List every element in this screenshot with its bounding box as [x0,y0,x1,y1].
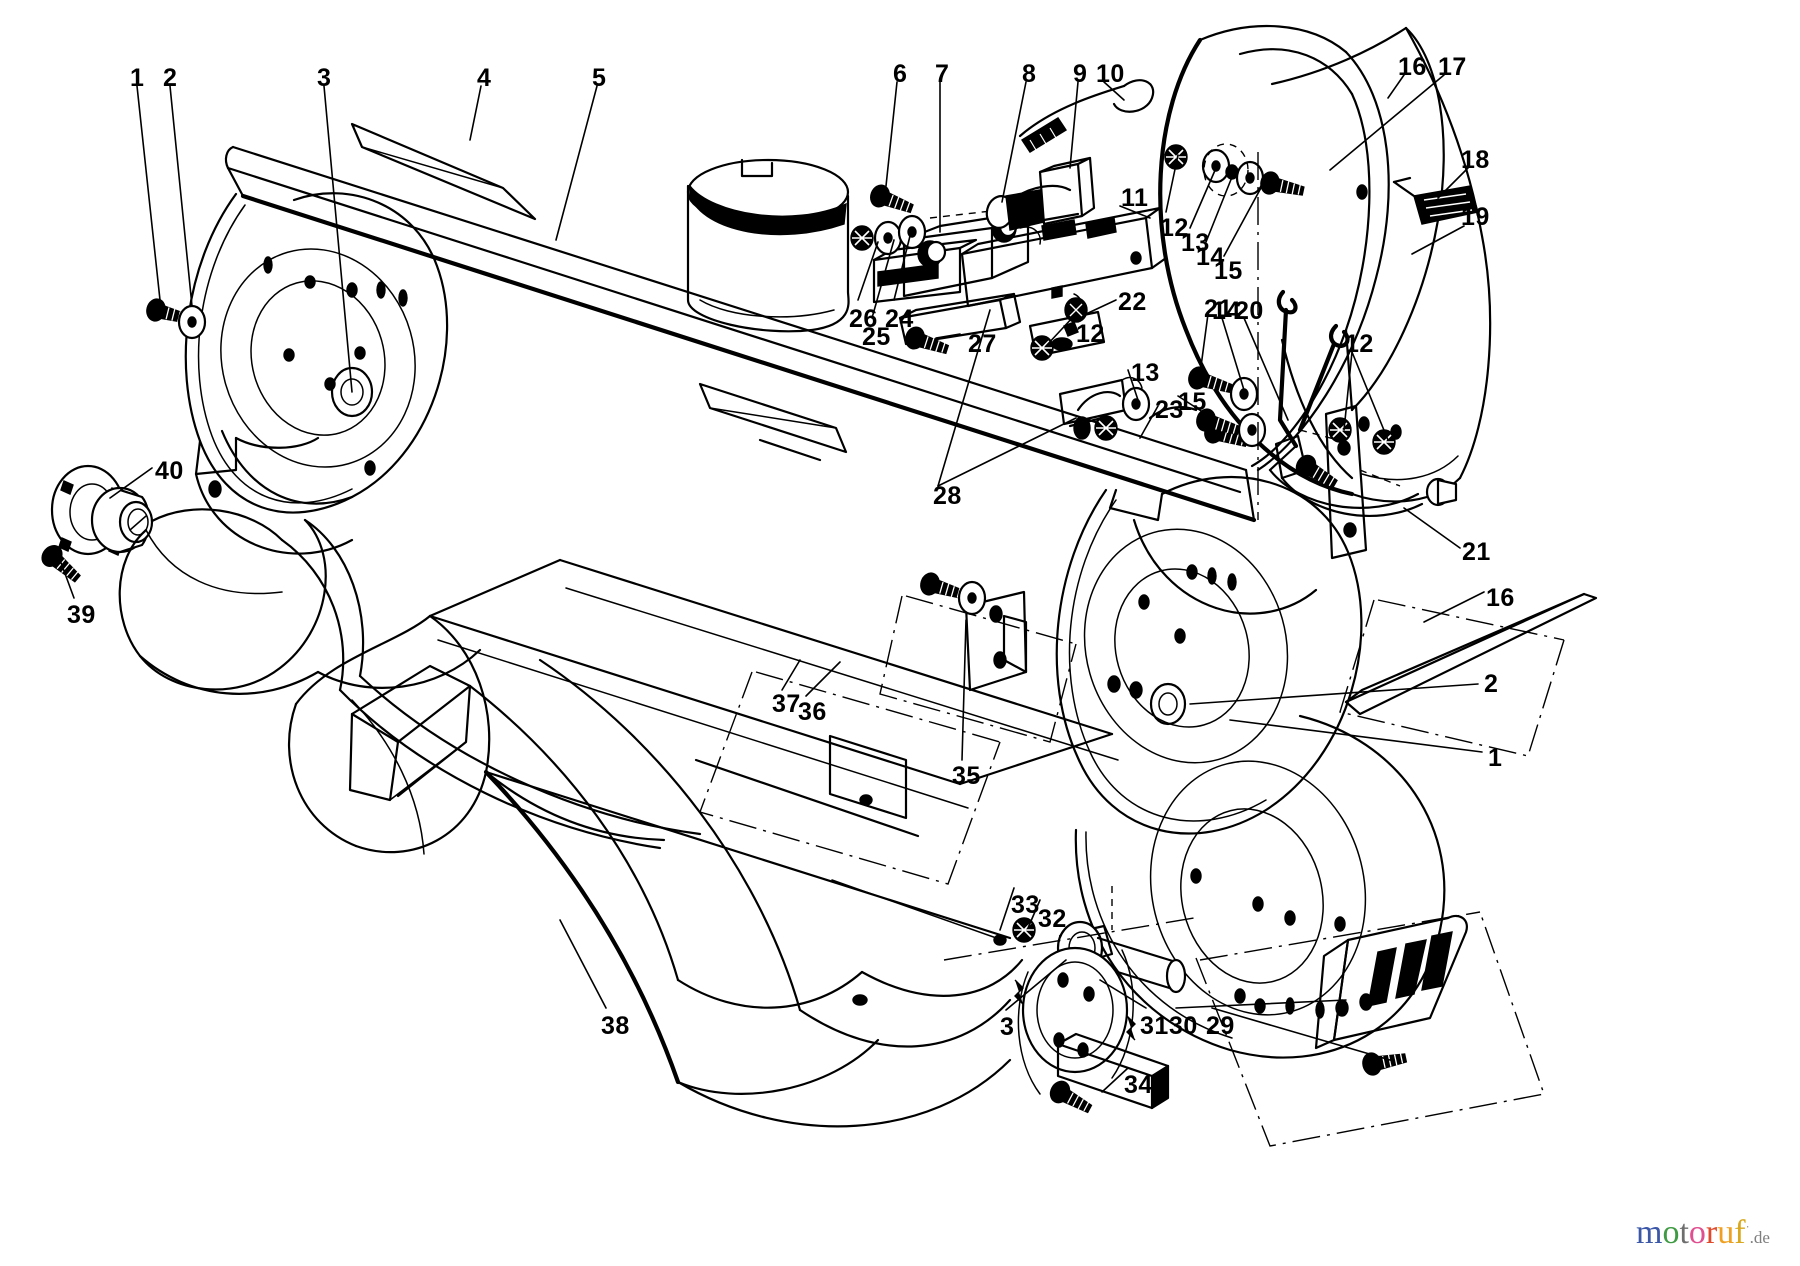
callout-number-27: 27 [968,330,997,358]
callout-number-10: 10 [1096,60,1125,88]
callout-number-9: 9 [1073,60,1088,88]
deflector-plate-4 [350,122,537,221]
callout-number-25: 25 [862,323,891,351]
chute-pivot-hardware [1164,143,1307,202]
callout-number-19: 19 [1461,203,1490,231]
callout-number-33: 33 [1011,891,1040,919]
watermark-letter-t-2: t [1679,1214,1689,1251]
impeller-shaft-sprocket [943,886,1195,1119]
callout-number-15: 15 [1214,257,1243,285]
callout-number-2: 2 [163,64,178,92]
callout-number-18: 18 [1461,146,1490,174]
watermark-letter-m-0: m [1636,1214,1663,1251]
callout-number-30: 30 [1169,1012,1198,1040]
callout-number-15: 15 [1178,388,1207,416]
callout-number-31: 31 [1140,1012,1169,1040]
leader-lines [59,74,1485,1093]
lower-bracket-23 [1058,376,1243,441]
hardware-left-1-2 [143,296,207,340]
callout-number-16: 16 [1398,53,1427,81]
callout-number-13: 13 [1131,359,1160,387]
callout-number-2: 2 [1484,670,1499,698]
callout-number-35: 35 [952,762,981,790]
callout-number-34: 34 [1124,1071,1153,1099]
plate-22 [1028,293,1106,361]
callout-number-16: 16 [1486,584,1515,612]
callout-number-21: 21 [1462,538,1491,566]
callout-number-37: 37 [772,690,801,718]
chute-strip-16-bottom [1344,592,1598,716]
callout-number-14: 14 [1212,297,1241,325]
motoruf-watermark: motoruf·.de [1636,1216,1770,1250]
callout-number-6: 6 [893,60,908,88]
callout-number-1: 1 [130,64,145,92]
left-side-housing [184,192,449,555]
callout-number-23: 23 [1155,396,1184,424]
skid-shoe-30 [1195,911,1545,1147]
callout-number-39: 39 [67,601,96,629]
watermark-letter-f-6: f [1734,1214,1746,1251]
callout-number-22: 22 [1118,288,1147,316]
watermark-letter-o-3: o [1688,1214,1706,1251]
auger-housing [428,382,1119,1128]
callout-number-4: 4 [477,64,492,92]
handle-rod-10 [1018,79,1155,153]
callout-number-32: 32 [1038,905,1067,933]
callout-number-12: 12 [1345,330,1374,358]
callout-number-26: 26 [849,305,878,333]
callout-number-5: 5 [592,64,607,92]
bracket-36-37 [879,570,1077,743]
watermark-letter-o-1: o [1662,1214,1680,1251]
callout-number-11: 11 [1121,184,1149,212]
pulley-cover-cylinder [686,158,850,333]
callout-number-13: 13 [1181,229,1210,257]
callout-number-14: 14 [1196,243,1225,271]
discharge-chute-16-17 [1158,25,1492,507]
callout-number-12: 12 [1160,214,1189,242]
watermark-letter-u-5: u [1717,1214,1735,1251]
callout-number-24: 24 [885,305,914,333]
dash-boxes [699,152,1565,885]
callout-number-21: 21 [1204,295,1233,323]
watermark-dot: · [1745,1219,1750,1234]
watermark-letter-r-4: r [1705,1214,1718,1251]
auger-assembly-38 [118,508,880,1095]
callout-number-40: 40 [155,457,184,485]
chute-pad-18 [1392,176,1479,225]
callout-number-8: 8 [1022,60,1037,88]
callout-number-3: 3 [1000,1013,1015,1041]
callout-number-36: 36 [798,698,827,726]
callout-number-38: 38 [601,1012,630,1040]
watermark-suffix: .de [1749,1228,1770,1247]
right-side-housing [1055,475,1446,1059]
channel-bar-11 [898,206,1168,346]
callout-number-17: 17 [1438,53,1467,81]
callout-number-20: 20 [1235,297,1264,325]
callout-number-7: 7 [935,60,950,88]
callout-number-12: 12 [1076,320,1105,348]
callout-number-3: 3 [317,64,332,92]
callout-number-1: 1 [1488,744,1503,772]
callout-number-29: 29 [1206,1012,1235,1040]
callout-number-28: 28 [933,482,962,510]
